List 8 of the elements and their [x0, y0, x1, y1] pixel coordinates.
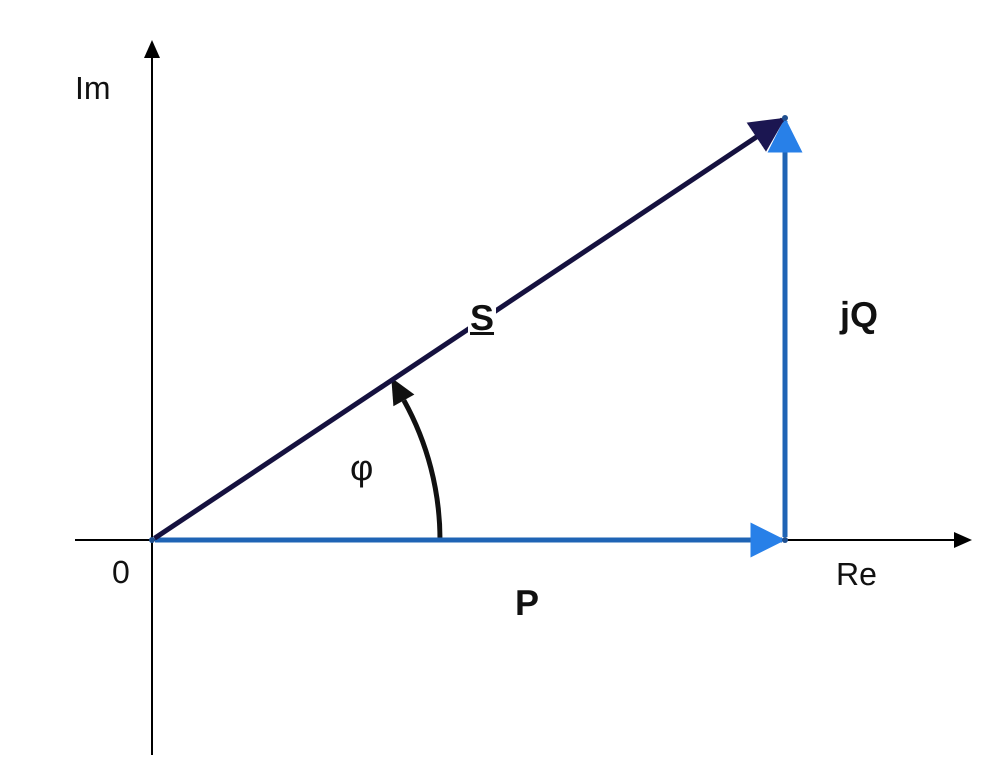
angle-label: φ: [350, 450, 374, 486]
origin-label: 0: [112, 556, 130, 588]
axis-label: Im: [75, 72, 111, 104]
vertex-point: [782, 115, 788, 121]
vector-arrow: [153, 118, 786, 540]
axis-label: Re: [836, 558, 877, 590]
vertex-point: [782, 537, 788, 543]
vertex-point: [149, 537, 155, 543]
